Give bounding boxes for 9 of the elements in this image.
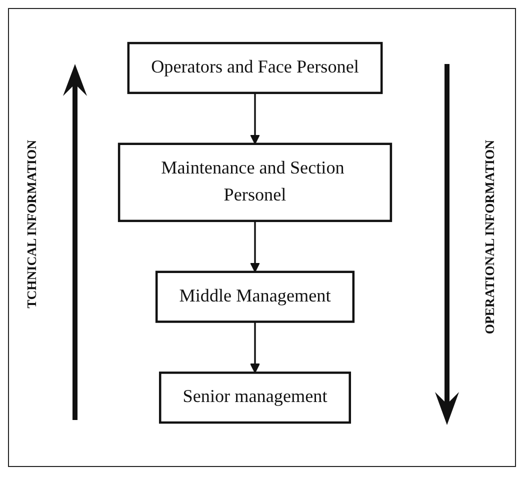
arrow bbox=[250, 220, 260, 272]
arrow bbox=[250, 321, 260, 373]
node-box: Maintenance and Section Personel bbox=[118, 142, 392, 222]
axis-label: TCHNICAL INFORMATION bbox=[24, 140, 40, 308]
node-box: Senior management bbox=[158, 371, 352, 424]
node-box: Middle Management bbox=[155, 270, 355, 323]
axis-label: OPERATIONAL INFORMATION bbox=[482, 140, 498, 334]
node-box: Operators and Face Personel bbox=[127, 42, 383, 94]
arrow bbox=[250, 92, 260, 144]
